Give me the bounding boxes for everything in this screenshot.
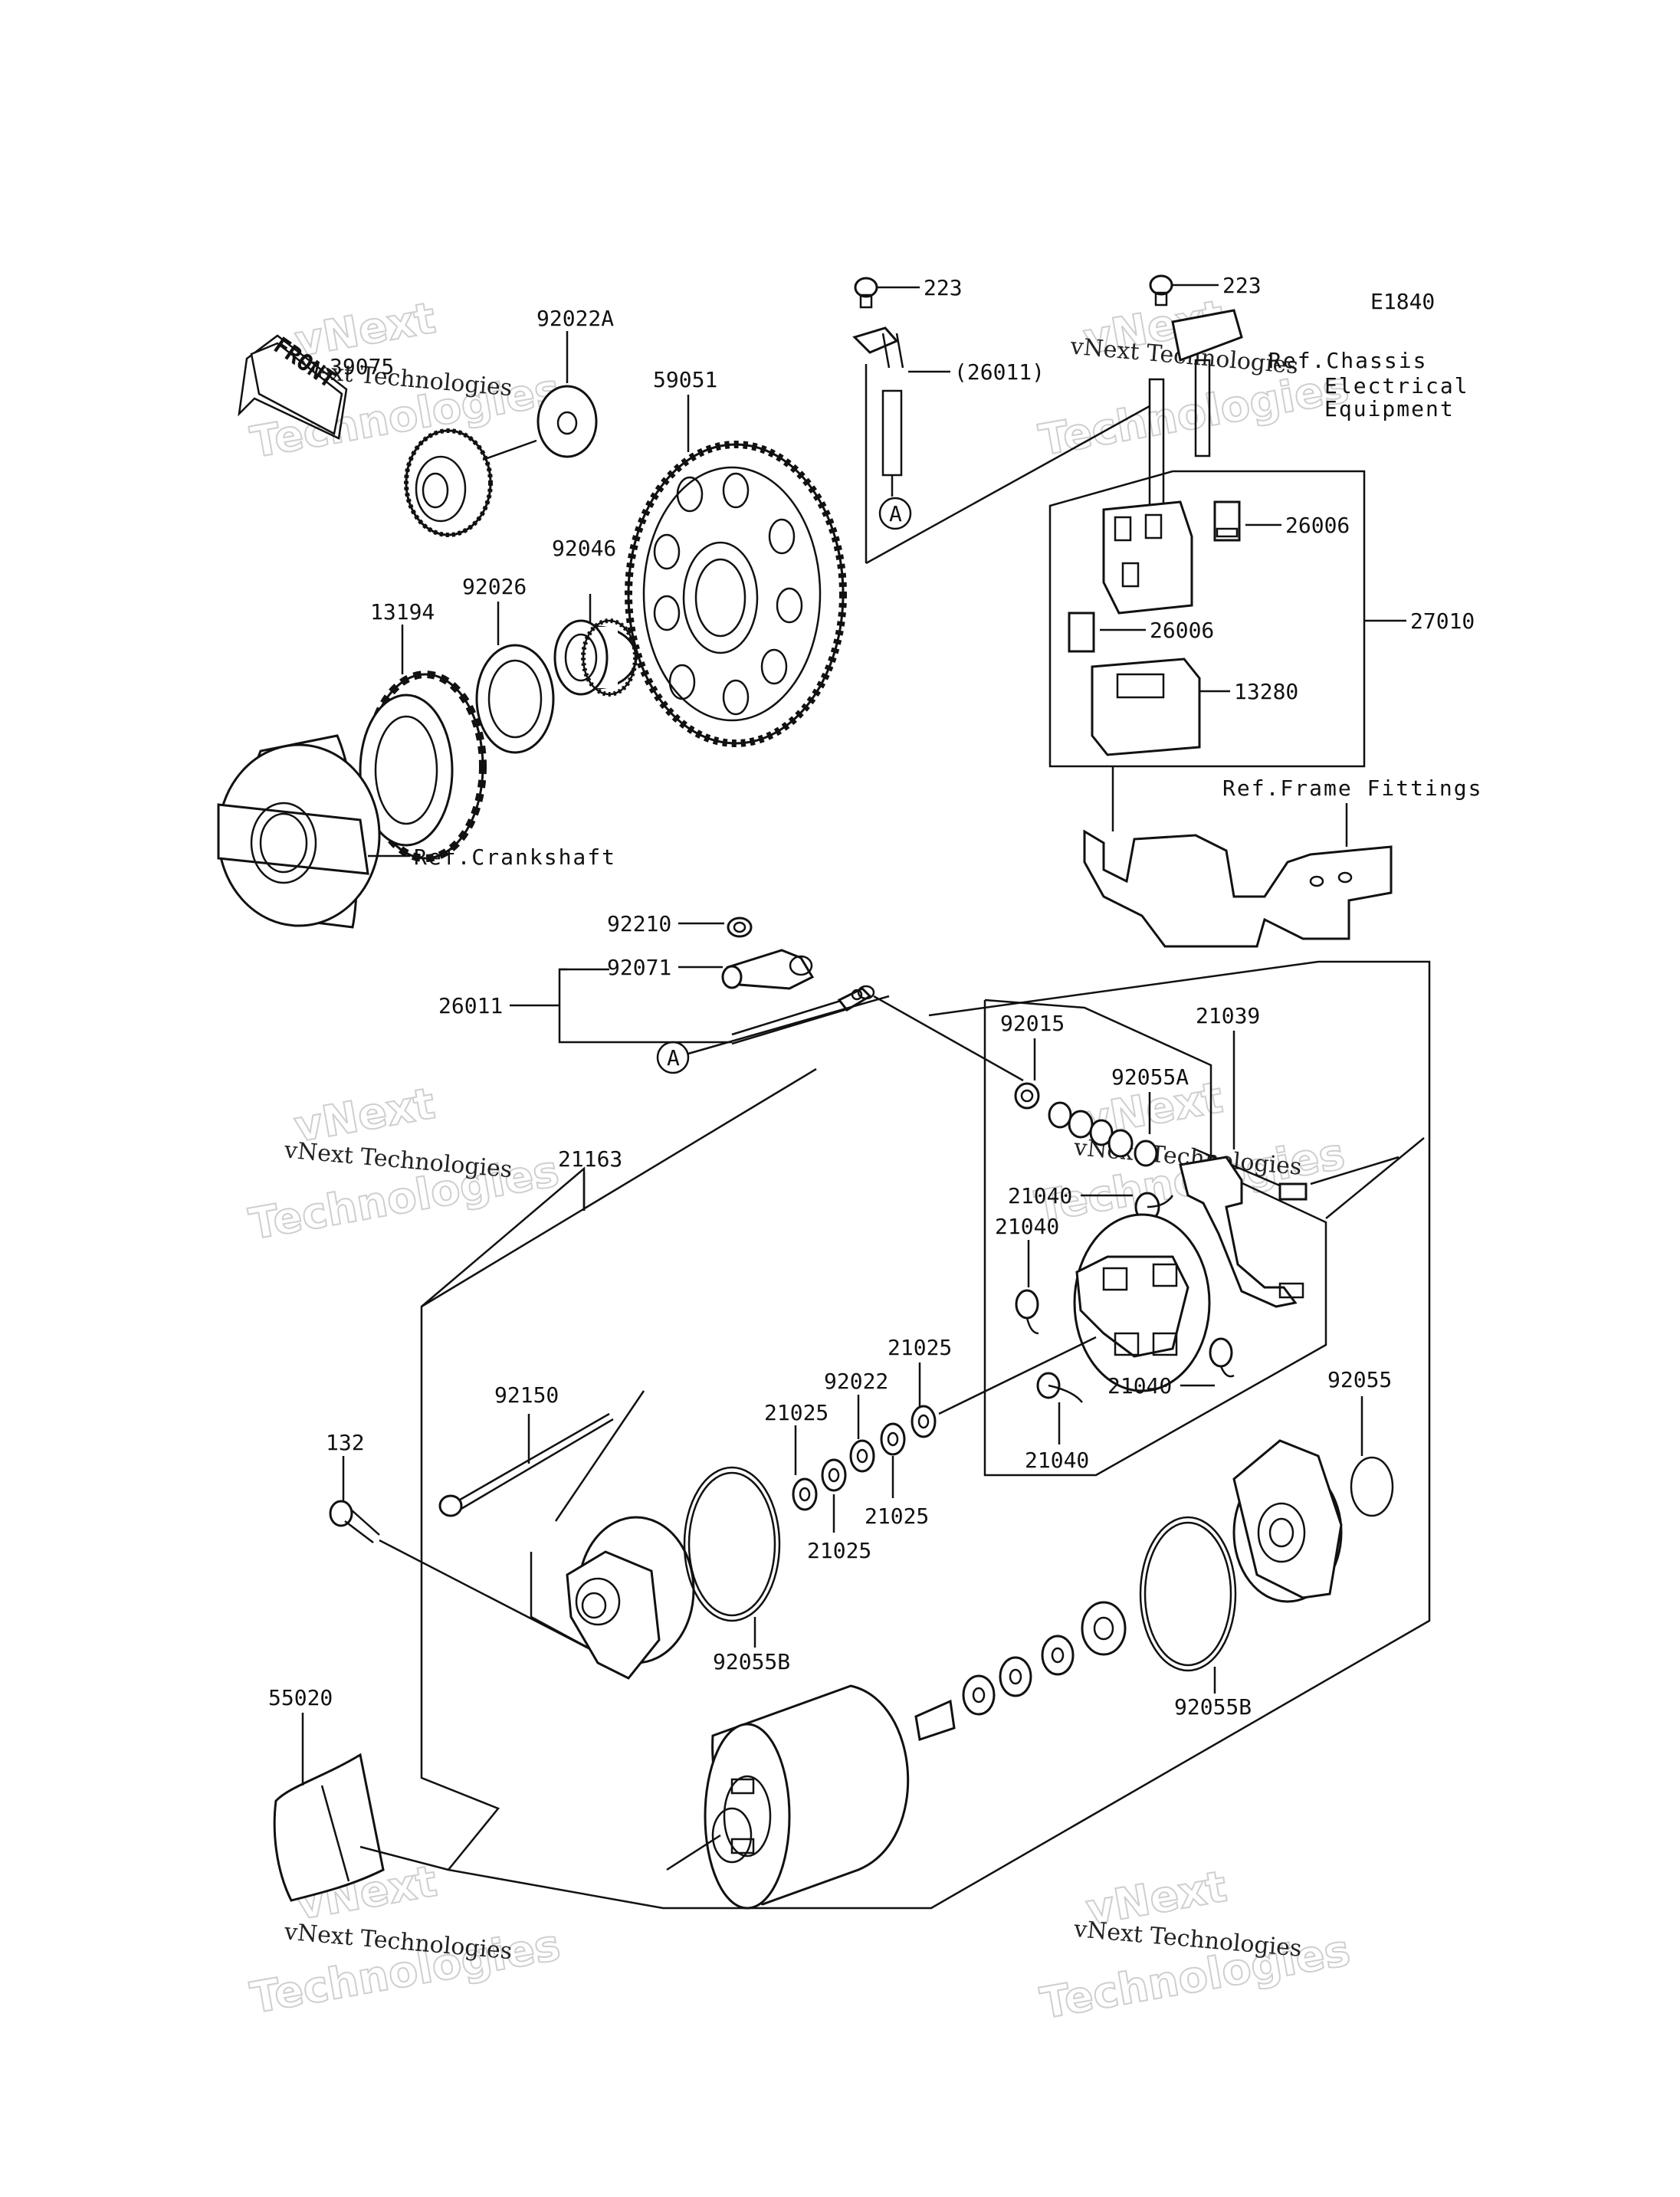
label-92210: 92210 xyxy=(607,911,671,936)
label-223-left: 223 xyxy=(924,275,963,300)
label-21025-b: 21025 xyxy=(807,1538,871,1563)
label-26006-top: 26006 xyxy=(1285,513,1350,538)
fuse-26006-mid xyxy=(1068,612,1095,653)
bolt-132 xyxy=(329,1500,380,1543)
cable-26011 xyxy=(731,985,875,1045)
label-21025-d: 21025 xyxy=(888,1335,952,1360)
label-21040-top: 21040 xyxy=(1008,1183,1072,1208)
ref-chassis-line1: Ref.Chassis xyxy=(1268,348,1427,373)
label-132: 132 xyxy=(326,1430,365,1455)
starter-motor-body xyxy=(666,1684,956,1910)
diagram-code: E1840 xyxy=(1370,289,1435,314)
label-92055A: 92055A xyxy=(1111,1064,1189,1090)
gear-39075 xyxy=(404,428,493,537)
brush-terminal xyxy=(1179,1156,1308,1308)
chassis-bracket xyxy=(1148,309,1243,507)
washer-stack xyxy=(1048,1101,1158,1167)
ref-crankshaft: Ref.Crankshaft xyxy=(414,844,616,870)
starter-rear-cover xyxy=(1232,1439,1343,1603)
shim-21025-b xyxy=(821,1458,847,1492)
oring-92055 xyxy=(1350,1456,1394,1517)
label-21163: 21163 xyxy=(558,1146,622,1172)
nut-92210 xyxy=(727,917,753,938)
washer-motor-2 xyxy=(999,1656,1032,1697)
cable-26011-upper xyxy=(852,326,904,497)
shim-92022 xyxy=(849,1439,875,1473)
shim-21025-a xyxy=(792,1477,818,1511)
spring-21040-bottom xyxy=(1036,1372,1083,1403)
clutch-13194 xyxy=(359,671,487,862)
label-26011-paren: (26011) xyxy=(954,359,1045,385)
label-92055: 92055 xyxy=(1327,1367,1392,1392)
label-21040-left: 21040 xyxy=(995,1214,1059,1239)
label-92055B-right: 92055B xyxy=(1174,1694,1252,1720)
washer-motor-3 xyxy=(1041,1635,1075,1676)
fuse-26006-top xyxy=(1213,500,1241,542)
marker-A-bottom: A xyxy=(667,1045,680,1071)
bolt-92150 xyxy=(438,1412,614,1517)
label-59051: 59051 xyxy=(653,367,717,392)
label-21040-right: 21040 xyxy=(1107,1373,1172,1399)
label-92015: 92015 xyxy=(1000,1011,1065,1036)
cap-92071 xyxy=(721,949,815,990)
label-26011: 26011 xyxy=(438,993,503,1018)
label-92026: 92026 xyxy=(462,574,527,599)
ref-frame-fittings: Ref.Frame Fittings xyxy=(1222,776,1482,801)
relay-switch xyxy=(1102,500,1193,615)
nut-92015 xyxy=(1014,1082,1040,1110)
shim-21025-d xyxy=(911,1405,937,1438)
frame-tray xyxy=(1083,829,1393,948)
svg-text:Technologies: Technologies xyxy=(1035,362,1352,466)
label-26006-mid: 26006 xyxy=(1150,618,1214,643)
washer-92022A xyxy=(536,385,598,458)
label-92022A: 92022A xyxy=(536,306,614,331)
washer-92026 xyxy=(475,644,555,754)
label-92022: 92022 xyxy=(824,1369,888,1394)
label-92046: 92046 xyxy=(552,536,616,561)
ref-chassis-line3: Equipment xyxy=(1324,396,1455,421)
brush-plate xyxy=(1073,1213,1211,1392)
label-13280: 13280 xyxy=(1234,679,1298,704)
starter-front-cover xyxy=(530,1516,695,1680)
label-92150: 92150 xyxy=(494,1382,559,1408)
label-27010: 27010 xyxy=(1410,608,1475,634)
spring-21040-right xyxy=(1209,1337,1235,1378)
label-21040-bottom: 21040 xyxy=(1025,1448,1089,1473)
label-13194: 13194 xyxy=(370,599,435,625)
gear-59051 xyxy=(625,441,847,747)
spring-21040-left xyxy=(1015,1289,1039,1335)
label-92055B-left: 92055B xyxy=(713,1649,790,1674)
ref-chassis-line2: Electrical xyxy=(1324,373,1469,398)
washer-motor-1 xyxy=(962,1674,996,1716)
oring-92055B-left xyxy=(683,1466,781,1622)
relay-cover-13280 xyxy=(1091,657,1201,756)
label-sticker-55020 xyxy=(273,1753,385,1902)
label-21025-a: 21025 xyxy=(764,1400,829,1425)
lock-plate xyxy=(1081,1601,1127,1656)
label-39075: 39075 xyxy=(330,354,394,379)
marker-A-top: A xyxy=(889,501,902,526)
crankshaft-rotor xyxy=(217,734,381,929)
shim-21025-c xyxy=(880,1422,906,1456)
bolt-223-right xyxy=(1149,274,1173,307)
bearing-92046 xyxy=(553,618,638,697)
label-55020: 55020 xyxy=(268,1685,333,1710)
label-223-right: 223 xyxy=(1222,273,1262,298)
label-21025-c: 21025 xyxy=(865,1503,929,1529)
label-21039: 21039 xyxy=(1196,1003,1260,1028)
label-92071: 92071 xyxy=(607,955,671,980)
oring-92055B-right xyxy=(1139,1516,1237,1672)
bolt-223-left xyxy=(854,277,878,309)
